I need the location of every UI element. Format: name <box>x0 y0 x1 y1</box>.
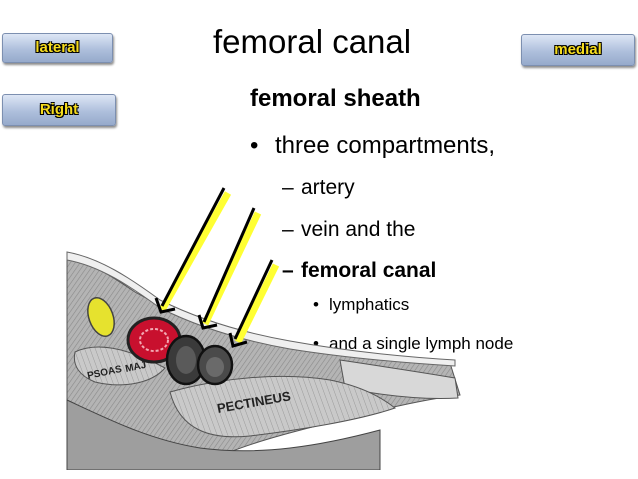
artery-lumen <box>139 328 169 352</box>
inguinal-ligament <box>339 359 459 399</box>
dash-item-vein: –vein and the <box>282 216 415 244</box>
dash-marker: – <box>282 176 294 199</box>
dash-marker: – <box>282 259 294 282</box>
vein-highlight <box>176 346 196 374</box>
medial-tag[interactable]: medial <box>521 34 635 66</box>
bullet-text: three compartments, <box>275 132 496 159</box>
dash-text: vein and the <box>301 218 416 241</box>
major-label: MAJ <box>124 360 147 375</box>
dash-text: femoral canal <box>301 259 437 282</box>
dash-item-femoral-canal: –femoral canal <box>282 257 436 285</box>
arrow-to-femoral-canal <box>228 259 280 348</box>
bullet-marker: • <box>313 334 319 353</box>
slide-title: femoral canal <box>213 23 412 60</box>
bullet-marker: • <box>250 132 259 159</box>
femoral-sheath-illustration: PSOAS MAJ PECTINEUS <box>66 187 461 470</box>
pectineus-muscle <box>169 375 397 438</box>
dash-item-artery: –artery <box>282 174 355 202</box>
arrow-to-vein <box>197 207 262 330</box>
pubic-bone <box>66 399 381 470</box>
subitem-lymph-node: • and a single lymph node <box>313 332 513 356</box>
arrow-to-artery <box>154 187 232 314</box>
bullet-item: • three compartments, <box>250 129 495 163</box>
lateral-tag[interactable]: lateral <box>2 33 113 63</box>
slide-subtitle: femoral sheath <box>250 85 421 112</box>
right-tag[interactable]: Right <box>2 94 116 126</box>
subitem-lymphatics: • lymphatics <box>313 293 409 317</box>
dash-marker: – <box>282 218 294 241</box>
bullet-marker: • <box>313 295 319 314</box>
psoas-muscle <box>73 346 166 386</box>
subitem-text: lymphatics <box>329 295 410 314</box>
subitem-text: and a single lymph node <box>329 334 514 353</box>
lymph-node <box>206 357 224 377</box>
dash-text: artery <box>301 176 355 199</box>
lateral-fat-pad <box>87 297 115 337</box>
